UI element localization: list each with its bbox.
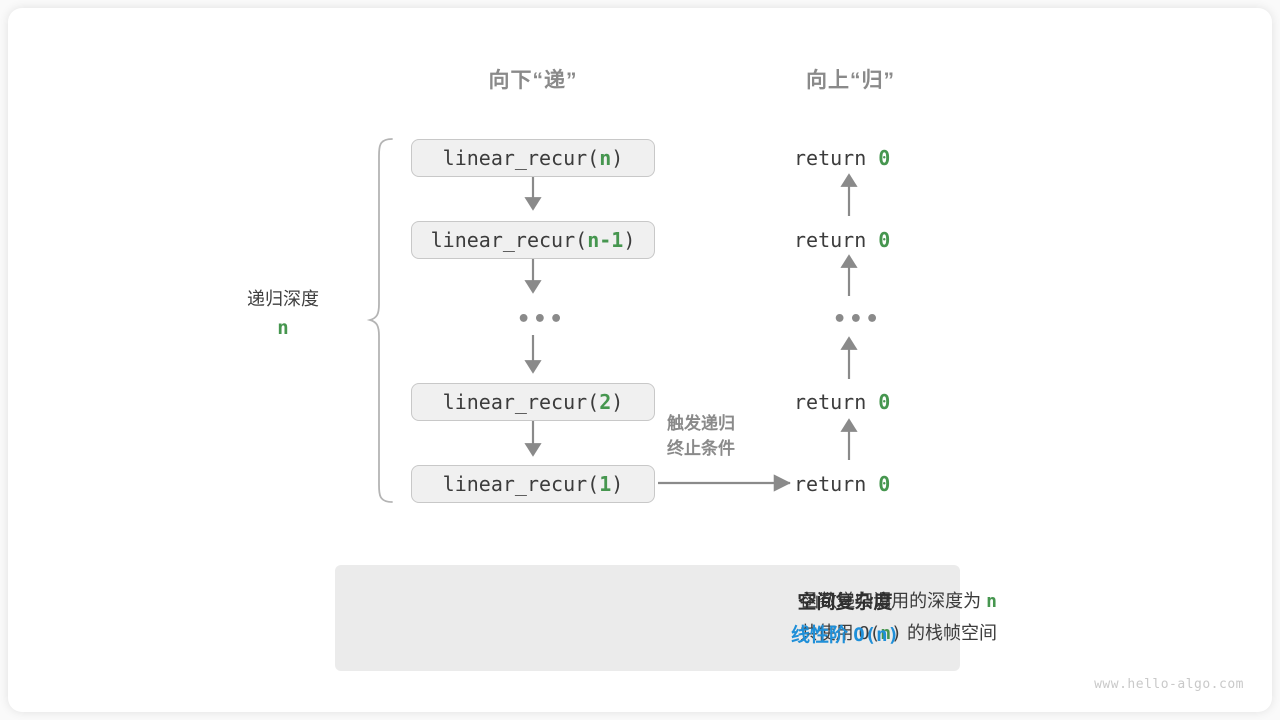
depth-brace [366, 138, 393, 503]
return-column-ellipsis: ••• [833, 307, 882, 332]
summary-premise-line2: 共使用 O(n) 的栈帧空间 [357, 618, 997, 650]
heading-ascend: 向上“归” [806, 69, 895, 92]
summary-premise-bigo-open: O( [858, 622, 881, 644]
return-keyword: return [794, 146, 879, 170]
summary-conclusion-order: 线性阶 [790, 625, 854, 647]
summary-premise-line1-text: 函数递归调用的深度为 [801, 591, 987, 611]
heading-descend: 向下“递” [488, 69, 578, 92]
call-frame-suffix: ) [611, 390, 624, 414]
summary-premise-bigo-close: ) [891, 622, 902, 644]
summary-conclusion: 空间复杂度 线性阶 O(n) [730, 586, 960, 653]
call-frame-suffix: ) [611, 472, 624, 496]
return-keyword: return [794, 228, 879, 252]
summary-premise-line1: 函数递归调用的深度为 n [357, 586, 997, 618]
call-frame-box: linear_recur(n) [411, 139, 655, 177]
call-frame-arg: n-1 [587, 228, 624, 252]
call-frame-arg: 1 [599, 472, 612, 496]
call-frame-suffix: ) [623, 228, 636, 252]
summary-premise-bigo-arg: n [880, 622, 892, 644]
call-frame-prefix: linear_recur( [442, 472, 600, 496]
call-frame-prefix: linear_recur( [430, 228, 588, 252]
return-keyword: return [794, 472, 879, 496]
call-column-ellipsis: ••• [517, 307, 566, 332]
call-frame-suffix: ) [611, 146, 624, 170]
summary-premise-line2-text: 共使用 [799, 622, 859, 643]
call-frame-prefix: linear_recur( [442, 146, 600, 170]
termination-note-line1: 触发递归 [667, 414, 735, 433]
complexity-summary-panel: 函数递归调用的深度为 n 共使用 O(n) 的栈帧空间 空间复杂度 线性阶 O(… [335, 565, 997, 671]
call-frame-arg: n [599, 146, 612, 170]
return-keyword: return [794, 390, 879, 414]
summary-premise-line2-tail: 的栈帧空间 [901, 622, 997, 643]
recursion-depth-text: 递归深度 [247, 289, 319, 309]
termination-note-line2: 终止条件 [667, 438, 735, 458]
recursion-depth-label: 递归深度 n [193, 286, 373, 343]
recursion-depth-value: n [277, 316, 289, 339]
summary-conclusion-title: 空间复杂度 [797, 592, 893, 613]
call-frame-box: linear_recur(1) [411, 465, 655, 503]
return-label: return 0 [794, 228, 890, 252]
return-value: 0 [878, 146, 891, 170]
return-value: 0 [878, 472, 891, 496]
call-frame-box: linear_recur(n-1) [411, 221, 655, 259]
return-label: return 0 [794, 146, 890, 170]
termination-note: 触发递归 终止条件 [667, 412, 735, 461]
diagram-card: 向下“递” 向上“归” 递归深度 n linear_recur(n) linea… [8, 8, 1272, 712]
return-label: return 0 [794, 472, 890, 496]
summary-conclusion-bigo: O(n) [853, 624, 900, 647]
return-value: 0 [878, 228, 891, 252]
site-watermark: www.hello-algo.com [1094, 677, 1244, 692]
return-value: 0 [878, 390, 891, 414]
call-frame-prefix: linear_recur( [442, 390, 600, 414]
summary-conclusion-value: 线性阶 O(n) [730, 619, 960, 652]
summary-premise-line1-value: n [986, 591, 997, 612]
call-frame-box: linear_recur(2) [411, 383, 655, 421]
return-label: return 0 [794, 390, 890, 414]
summary-premise: 函数递归调用的深度为 n 共使用 O(n) 的栈帧空间 [357, 586, 997, 649]
call-frame-arg: 2 [599, 390, 612, 414]
